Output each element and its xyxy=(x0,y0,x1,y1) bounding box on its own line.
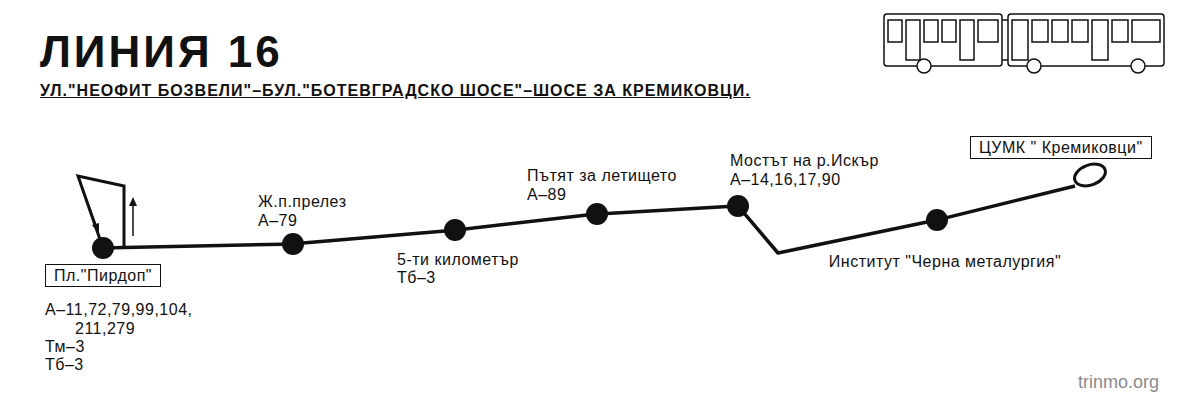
route-line xyxy=(947,186,1075,218)
stop-name: Мостът на р.Искър xyxy=(730,151,879,170)
route-line xyxy=(113,244,283,248)
transfer-lines: А–14,16,17,90 xyxy=(730,170,841,189)
stop-name: Пътят за летището xyxy=(527,166,677,185)
transfer-lines: Тм–3 xyxy=(45,337,85,356)
transfer-lines: Тб–3 xyxy=(397,268,436,287)
route-streets: УЛ."НЕОФИТ БОЗВЕЛИ"–БУЛ."БОТЕВГРАДСКО ШО… xyxy=(40,82,751,100)
stop-dot: Пътят за летищетоА–89 xyxy=(586,203,608,225)
stop-name: 5-ти километър xyxy=(397,250,519,269)
route-line xyxy=(745,214,928,253)
terminal-name: Пл."Пирдоп" xyxy=(45,264,161,287)
terminal-area: ЦУМК " Кремиковци" xyxy=(970,136,1152,186)
stop-dot: Пл."Пирдоп"А–11,72,79,99,104, 211,279Тм–… xyxy=(92,237,114,259)
transfer-lines: А–89 xyxy=(527,185,566,204)
stop-dot: Мостът на р.ИскърА–14,16,17,90 xyxy=(727,195,749,217)
stop-name: Ж.п.прелез xyxy=(258,192,346,211)
bus-icon xyxy=(884,14,1164,73)
transfer-lines: А–11,72,79,99,104, 211,279 xyxy=(45,300,225,338)
map-title: ЛИНИЯ 16 xyxy=(40,26,283,78)
route-line xyxy=(607,207,728,214)
transfer-lines: А–79 xyxy=(258,211,297,230)
stop-dot: Институт "Черна металургия" xyxy=(926,209,948,231)
stop-dot: 5-ти километърТб–3 xyxy=(444,219,466,241)
stop-name: Институт "Черна металургия" xyxy=(829,252,1061,271)
stop-dot: Ж.п.прелезА–79 xyxy=(282,233,304,255)
direction-arrow xyxy=(86,198,97,228)
end-loop xyxy=(1072,160,1109,190)
direction-arrowhead xyxy=(129,197,137,206)
direction-arrow xyxy=(132,204,134,236)
route-line xyxy=(303,231,445,243)
watermark: trinmo.org xyxy=(1078,372,1159,393)
direction-arrowhead xyxy=(92,223,99,234)
route-line xyxy=(465,215,587,229)
transfer-lines: Тб–3 xyxy=(45,355,84,374)
terminal-name: ЦУМК " Кремиковци" xyxy=(970,136,1152,159)
